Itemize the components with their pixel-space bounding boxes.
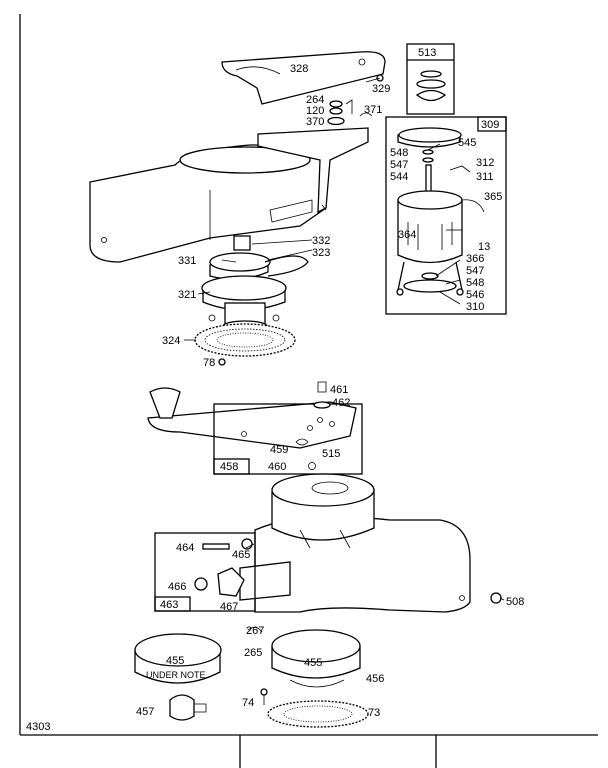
- label-457: 457: [136, 706, 154, 718]
- label-508: 508: [506, 596, 524, 608]
- label-544: 544: [390, 171, 408, 183]
- label-458: 458: [220, 461, 238, 473]
- label-13: 13: [478, 241, 490, 253]
- label-547-bottom: 547: [466, 265, 484, 277]
- label-515: 515: [322, 448, 340, 460]
- leader-lines: [184, 77, 505, 601]
- inset-513-drawing: [406, 43, 455, 115]
- label-309: 309: [481, 119, 499, 131]
- label-311: 311: [476, 171, 494, 183]
- engine-housing-drawing: [239, 473, 471, 613]
- label-365: 365: [484, 191, 502, 203]
- label-364: 364: [398, 229, 416, 241]
- label-310: 310: [466, 301, 484, 313]
- label-74: 74: [242, 697, 254, 709]
- control-lever-drawing: [147, 381, 363, 475]
- page-code: 4303: [26, 721, 50, 733]
- label-463: 463: [160, 599, 178, 611]
- label-513: 513: [418, 47, 436, 59]
- label-456: 456: [366, 673, 384, 685]
- label-371: 371: [364, 104, 382, 116]
- part-labels: 328 329 264 120 370 371 332 323 331 321 …: [26, 47, 524, 733]
- rotating-screen-drawing: [194, 323, 296, 366]
- label-328: 328: [290, 63, 308, 75]
- label-324: 324: [162, 335, 180, 347]
- label-466: 466: [168, 581, 186, 593]
- label-120: 120: [306, 105, 324, 117]
- blower-housing-drawing: [89, 127, 369, 263]
- handle-bracket-drawing: [221, 51, 386, 105]
- label-462: 462: [332, 397, 350, 409]
- pulley-assembly-drawing: [201, 235, 309, 332]
- label-546: 546: [466, 289, 484, 301]
- label-460: 460: [268, 461, 286, 473]
- label-455-left: 455: [166, 655, 184, 667]
- label-465: 465: [232, 549, 250, 561]
- label-548-top: 548: [390, 147, 408, 159]
- label-459: 459: [270, 444, 288, 456]
- label-366: 366: [466, 253, 484, 265]
- part-508-drawing: [490, 592, 502, 604]
- label-323: 323: [312, 247, 330, 259]
- label-464: 464: [176, 542, 194, 554]
- inset-309-drawing: [385, 116, 507, 315]
- label-329: 329: [372, 83, 390, 95]
- label-267: 267: [246, 625, 264, 637]
- screw-and-washers-drawing: [327, 74, 384, 126]
- label-467: 467: [220, 601, 238, 613]
- label-455-right: 455: [304, 657, 322, 669]
- label-265: 265: [244, 647, 262, 659]
- label-73: 73: [368, 707, 380, 719]
- label-545: 545: [458, 137, 476, 149]
- label-321: 321: [178, 289, 196, 301]
- label-461: 461: [330, 384, 348, 396]
- label-264: 264: [306, 94, 324, 106]
- label-78: 78: [203, 357, 215, 369]
- label-331: 331: [178, 255, 196, 267]
- bottom-covers-drawing: [134, 627, 369, 728]
- label-547-top: 547: [390, 159, 408, 171]
- inset-463-drawing: [154, 532, 256, 612]
- under-note-label: UNDER NOTE: [146, 670, 206, 680]
- label-312: 312: [476, 157, 494, 169]
- label-332: 332: [312, 235, 330, 247]
- label-548-bottom: 548: [466, 277, 484, 289]
- label-370: 370: [306, 116, 324, 128]
